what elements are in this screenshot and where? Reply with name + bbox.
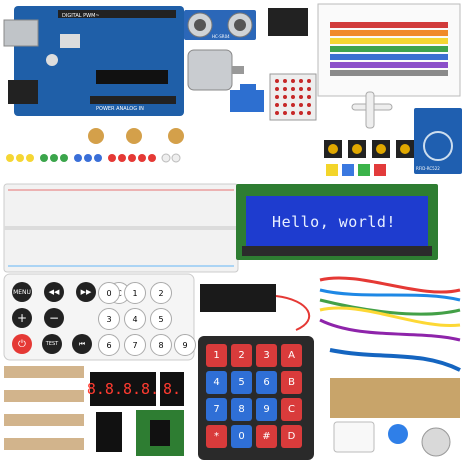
keypad-key-b: B bbox=[281, 371, 302, 394]
rfid-model: RFID-RC522 bbox=[416, 166, 440, 171]
arduino-board: DIGITAL PWM~ POWER ANALOG IN bbox=[3, 6, 184, 116]
keypad-key-0: 0 bbox=[231, 425, 252, 448]
remote-digit-6: 6 bbox=[98, 334, 120, 356]
lcd-module bbox=[236, 184, 438, 260]
servo-horns bbox=[351, 91, 393, 129]
seven-segment-displays bbox=[90, 372, 184, 406]
remote-digit-8: 8 bbox=[150, 334, 172, 356]
led-bar-graph bbox=[96, 412, 122, 452]
remote-digit-1: 1 bbox=[124, 282, 146, 304]
driver-board bbox=[136, 410, 184, 456]
keypad-key-hash: # bbox=[256, 425, 277, 448]
keypad-key-star: * bbox=[206, 425, 227, 448]
jumper-wires bbox=[319, 276, 461, 372]
remote-digit-7: 7 bbox=[124, 334, 146, 356]
remote-digit-4: 4 bbox=[124, 308, 146, 330]
potentiometers bbox=[88, 128, 184, 144]
seven-segment-1digit: 8. bbox=[162, 380, 182, 398]
keypad-key-a: A bbox=[281, 344, 302, 367]
keypad-key-3: 3 bbox=[256, 344, 277, 367]
led-row bbox=[6, 153, 181, 163]
remote-prev-button: ◀◀ bbox=[44, 282, 64, 302]
servo-motor bbox=[230, 84, 264, 112]
ultrasonic-model: HC-SR04 bbox=[212, 34, 230, 39]
resistor-bundles bbox=[4, 366, 84, 450]
remote-skip-button: ⏮ bbox=[72, 334, 92, 354]
keypad-key-8: 8 bbox=[231, 398, 252, 421]
keypad-key-9: 9 bbox=[256, 398, 277, 421]
keypad-key-c: C bbox=[281, 398, 302, 421]
remote-minus-button: − bbox=[44, 308, 64, 328]
push-buttons bbox=[324, 140, 414, 176]
keypad-key-6: 6 bbox=[256, 371, 277, 394]
remote-menu-button: MENU bbox=[12, 282, 32, 302]
breadboard bbox=[3, 183, 239, 273]
lcd-text: Hello, world! bbox=[272, 213, 396, 231]
keypad-key-7: 7 bbox=[206, 398, 227, 421]
remote-test-button: TEST bbox=[42, 334, 62, 354]
keypad-key-d: D bbox=[281, 425, 302, 448]
keypad-key-1: 1 bbox=[206, 344, 227, 367]
keypad-key-2: 2 bbox=[231, 344, 252, 367]
ultrasonic-sensor: HC-SR04 bbox=[184, 10, 256, 40]
pin-header-strip bbox=[330, 378, 460, 418]
rfid-module: RFID-RC522 bbox=[414, 108, 462, 174]
remote-digit-3: 3 bbox=[98, 308, 120, 330]
rfid-card bbox=[333, 421, 375, 453]
dc-motor bbox=[187, 49, 244, 91]
keypad-grid: 1 2 3 A 4 5 6 B 7 8 9 C * 0 # D bbox=[206, 344, 306, 452]
remote-digit-9: 9 bbox=[174, 334, 196, 356]
remote-next-button: ▶▶ bbox=[76, 282, 96, 302]
keypad-key-4: 4 bbox=[206, 371, 227, 394]
resistor-chart-card bbox=[317, 3, 461, 97]
remote-digit-2: 2 bbox=[150, 282, 172, 304]
dot-matrix bbox=[269, 73, 317, 121]
remote-digit-0: 0 bbox=[98, 282, 120, 304]
remote-digit-5: 5 bbox=[150, 308, 172, 330]
piezo-buzzer bbox=[421, 427, 451, 457]
keypad-key-5: 5 bbox=[231, 371, 252, 394]
remote-plus-button: + bbox=[12, 308, 32, 328]
rfid-key-tag bbox=[388, 424, 408, 444]
pin-header bbox=[268, 8, 308, 36]
board-header-top: DIGITAL PWM~ bbox=[62, 13, 100, 19]
board-header-bottom: POWER ANALOG IN bbox=[96, 106, 144, 112]
remote-power-button: ⏻ bbox=[12, 334, 32, 354]
seven-segment-4digit: 8.8.8.8. bbox=[86, 380, 160, 398]
battery-holder bbox=[200, 284, 311, 331]
